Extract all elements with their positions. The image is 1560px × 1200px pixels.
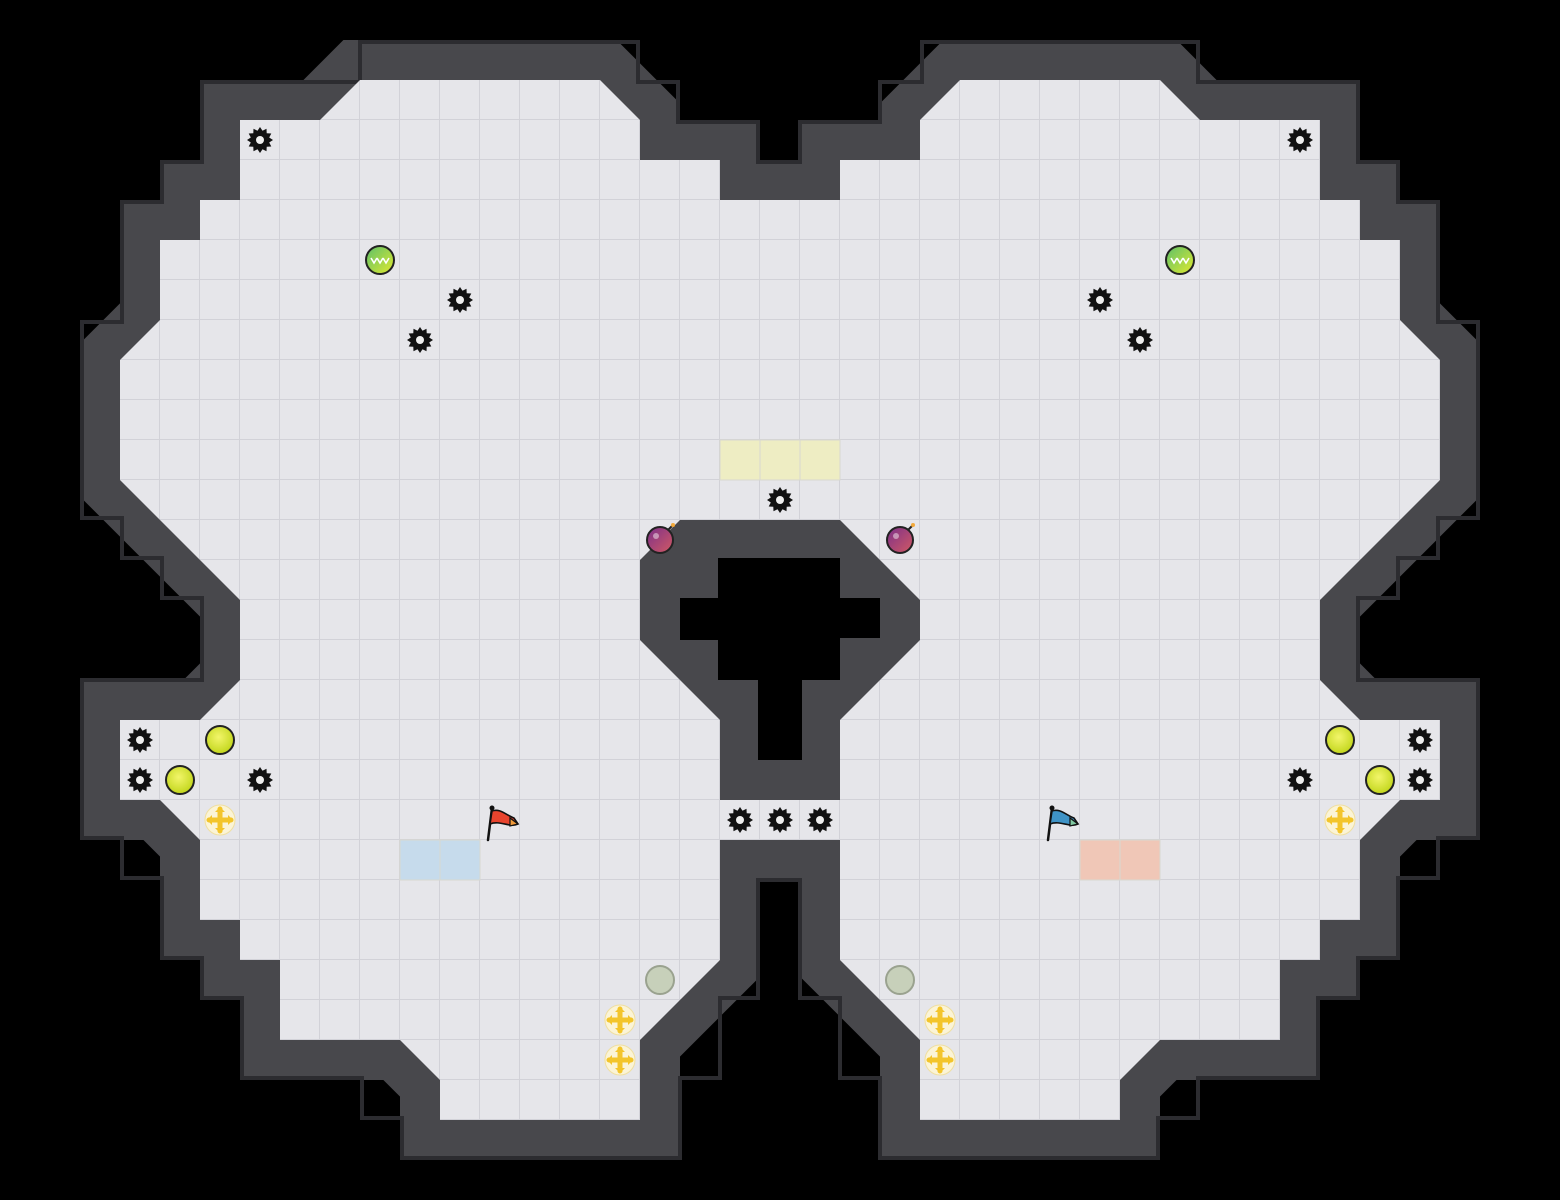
outer-wall-edge bbox=[80, 40, 1480, 1160]
boost-icon bbox=[165, 765, 195, 795]
red-flag-icon bbox=[486, 805, 520, 842]
portal-icon bbox=[645, 965, 675, 995]
neutral-zone-tile bbox=[719, 439, 761, 481]
speed-pad-icon bbox=[604, 1004, 636, 1036]
bomb-icon bbox=[886, 523, 915, 554]
blue-zone-tile bbox=[439, 839, 481, 881]
boost-icon bbox=[1325, 725, 1355, 755]
team-boost-icon bbox=[365, 245, 395, 275]
spike-icon bbox=[407, 327, 433, 353]
spike-icon bbox=[1087, 287, 1113, 313]
spike-icon bbox=[1287, 127, 1313, 153]
entities-layer bbox=[127, 127, 1433, 1076]
speed-pad-icon bbox=[604, 1044, 636, 1076]
boost-icon bbox=[205, 725, 235, 755]
central-pillar bbox=[640, 520, 920, 800]
spike-icon bbox=[247, 127, 273, 153]
spike-icon bbox=[247, 767, 273, 793]
spike-icon bbox=[1407, 727, 1433, 753]
blue-flag-icon bbox=[1046, 805, 1080, 842]
blue-zone-tile bbox=[399, 839, 441, 881]
red-zone-tile bbox=[1079, 839, 1121, 881]
spike-icon bbox=[127, 727, 153, 753]
speed-pad-icon bbox=[924, 1044, 956, 1076]
spike-icon bbox=[807, 807, 833, 833]
neutral-zone-tile bbox=[759, 439, 801, 481]
spike-icon bbox=[767, 487, 793, 513]
speed-pad-icon bbox=[1324, 804, 1356, 836]
spike-icon bbox=[1407, 767, 1433, 793]
speed-pad-icon bbox=[924, 1004, 956, 1036]
central-pillar-void bbox=[680, 558, 880, 760]
portal-icon bbox=[885, 965, 915, 995]
boost-icon bbox=[1365, 765, 1395, 795]
spike-icon bbox=[447, 287, 473, 313]
spike-icon bbox=[1127, 327, 1153, 353]
neutral-zone-tile bbox=[799, 439, 841, 481]
red-zone-tile bbox=[1119, 839, 1161, 881]
spike-icon bbox=[1287, 767, 1313, 793]
speed-pad-icon bbox=[204, 804, 236, 836]
zones-layer bbox=[399, 439, 1161, 881]
team-boost-icon bbox=[1165, 245, 1195, 275]
spike-icon bbox=[767, 807, 793, 833]
spike-icon bbox=[727, 807, 753, 833]
bomb-icon bbox=[646, 523, 675, 554]
spike-icon bbox=[127, 767, 153, 793]
